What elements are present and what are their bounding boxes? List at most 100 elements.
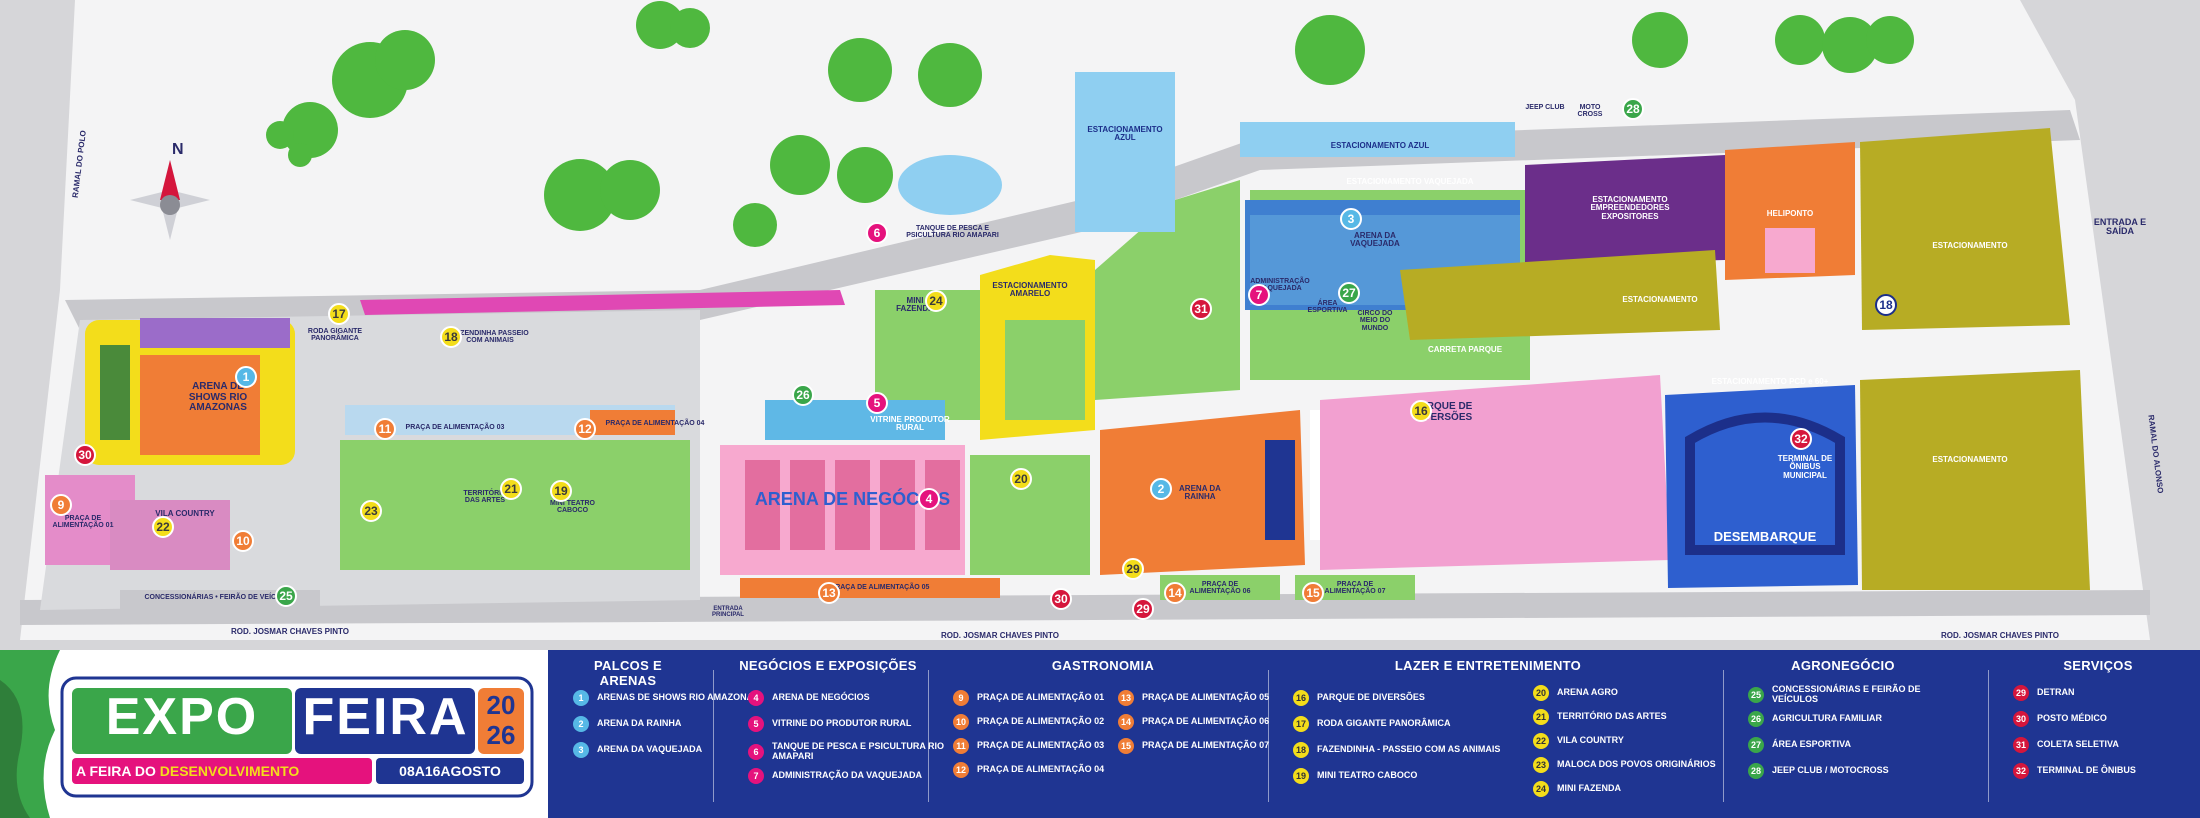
- area-carreta-parque: CARRETA PARQUE: [1427, 345, 1503, 354]
- legend-item-label: ARENA DE NEGÓCIOS: [772, 692, 870, 703]
- area-jeep-club: JEEP CLUB: [1525, 104, 1565, 111]
- area-estac-1: ESTACIONAMENTO: [1932, 241, 2008, 250]
- marker-2[interactable]: 2: [1150, 478, 1172, 500]
- area-desembarque: DESEMBARQUE: [1713, 529, 1817, 544]
- marker-19[interactable]: 19: [550, 480, 572, 502]
- marker-30[interactable]: 30: [1050, 588, 1072, 610]
- legend-item-label: CONCESSIONÁRIAS E FEIRÃO DE VEÍCULOS: [1772, 684, 1921, 704]
- brand-tagline-b: DESENVOLVIMENTO: [159, 763, 300, 779]
- legend-number-badge: 7: [748, 768, 764, 784]
- area-praca06: PRAÇA DE ALIMENTAÇÃO 06: [1189, 581, 1251, 596]
- legend-separator: [1268, 670, 1269, 802]
- marker-31[interactable]: 31: [1190, 298, 1212, 320]
- marker-13[interactable]: 13: [818, 582, 840, 604]
- legend-item[interactable]: 28 JEEP CLUB / MOTOCROSS: [1748, 763, 1889, 779]
- legend-title-servicos: SERVIÇOS: [2063, 658, 2133, 673]
- marker-24[interactable]: 24: [925, 290, 947, 312]
- area-praca01: PRAÇA DE ALIMENTAÇÃO 01: [52, 515, 114, 530]
- marker-16[interactable]: 16: [1410, 400, 1432, 422]
- legend-number-badge: 5: [748, 716, 764, 732]
- legend-item-label: FAZENDINHA - PASSEIO COM AS ANIMAIS: [1317, 744, 1501, 755]
- legend-item-label: JEEP CLUB / MOTOCROSS: [1772, 765, 1889, 776]
- marker-32[interactable]: 32: [1790, 428, 1812, 450]
- area-praca03: PRAÇA DE ALIMENTAÇÃO 03: [405, 424, 505, 431]
- legend-number-badge: 28: [1748, 763, 1764, 779]
- marker-10[interactable]: 10: [232, 530, 254, 552]
- legend-separator: [928, 670, 929, 802]
- marker-25[interactable]: 25: [275, 585, 297, 607]
- marker-7[interactable]: 7: [1248, 284, 1270, 306]
- marker-21[interactable]: 21: [500, 478, 522, 500]
- legend-item-label: PRAÇA DE ALIMENTAÇÃO 06: [1142, 716, 1270, 727]
- marker-18b[interactable]: 18: [1875, 294, 1897, 316]
- marker-1[interactable]: 1: [235, 366, 257, 388]
- marker-22[interactable]: 22: [152, 516, 174, 538]
- area-estac-2: ESTACIONAMENTO: [1622, 295, 1698, 304]
- marker-4[interactable]: 4: [918, 488, 940, 510]
- legend-title-gastronomia: GASTRONOMIA: [1051, 658, 1155, 673]
- marker-11[interactable]: 11: [374, 418, 396, 440]
- marker-6[interactable]: 6: [866, 222, 888, 244]
- marker-12[interactable]: 12: [574, 418, 596, 440]
- marker-3[interactable]: 3: [1340, 208, 1362, 230]
- marker-27[interactable]: 27: [1338, 282, 1360, 304]
- area-vila-country: VILA COUNTRY: [155, 509, 215, 518]
- area-arena-shows: ARENA DE SHOWS RIO AMAZONAS: [188, 381, 248, 413]
- legend-item[interactable]: 10 PRAÇA DE ALIMENTAÇÃO 02: [953, 714, 1104, 730]
- brand-year-bottom: 26: [486, 720, 516, 750]
- area-concessionarias: CONCESSIONÁRIAS • FEIRÃO DE VEÍCULOS: [144, 594, 296, 601]
- legend-title-negocios: NEGÓCIOS E EXPOSIÇÕES: [739, 658, 917, 673]
- marker-29a[interactable]: 29: [1122, 558, 1144, 580]
- marker-5[interactable]: 5: [866, 392, 888, 414]
- marker-18[interactable]: 18: [440, 326, 462, 348]
- legend-number-badge: 10: [953, 714, 969, 730]
- marker-9[interactable]: 9: [50, 494, 72, 516]
- marker-15[interactable]: 15: [1302, 582, 1324, 604]
- legend-number-badge: 14: [1118, 714, 1134, 730]
- legend-item-label: AGRICULTURA FAMILIAR: [1772, 713, 1882, 724]
- marker-17[interactable]: 17: [328, 303, 350, 325]
- legend-item-label: PRAÇA DE ALIMENTAÇÃO 02: [977, 716, 1105, 727]
- legend-number-badge: 31: [2013, 737, 2029, 753]
- marker-26[interactable]: 26: [792, 384, 814, 406]
- legend-item-label: MALOCA DOS POVOS ORIGINÁRIOS: [1557, 759, 1716, 770]
- marker-23[interactable]: 23: [360, 500, 382, 522]
- marker-29[interactable]: 29: [1132, 598, 1154, 620]
- marker-14[interactable]: 14: [1164, 582, 1186, 604]
- legend-item[interactable]: 14 PRAÇA DE ALIMENTAÇÃO 06: [1118, 714, 1269, 730]
- marker-20[interactable]: 20: [1010, 468, 1032, 490]
- footer: EXPO FEIRA 20 26 A FEIRA DO DESENVOLVIME…: [0, 650, 2200, 818]
- marker-30a[interactable]: 30: [74, 444, 96, 466]
- legend-number-badge: 9: [953, 690, 969, 706]
- marker-28[interactable]: 28: [1622, 98, 1644, 120]
- area-vitrine: VITRINE PRODUTOR RURAL: [870, 415, 950, 433]
